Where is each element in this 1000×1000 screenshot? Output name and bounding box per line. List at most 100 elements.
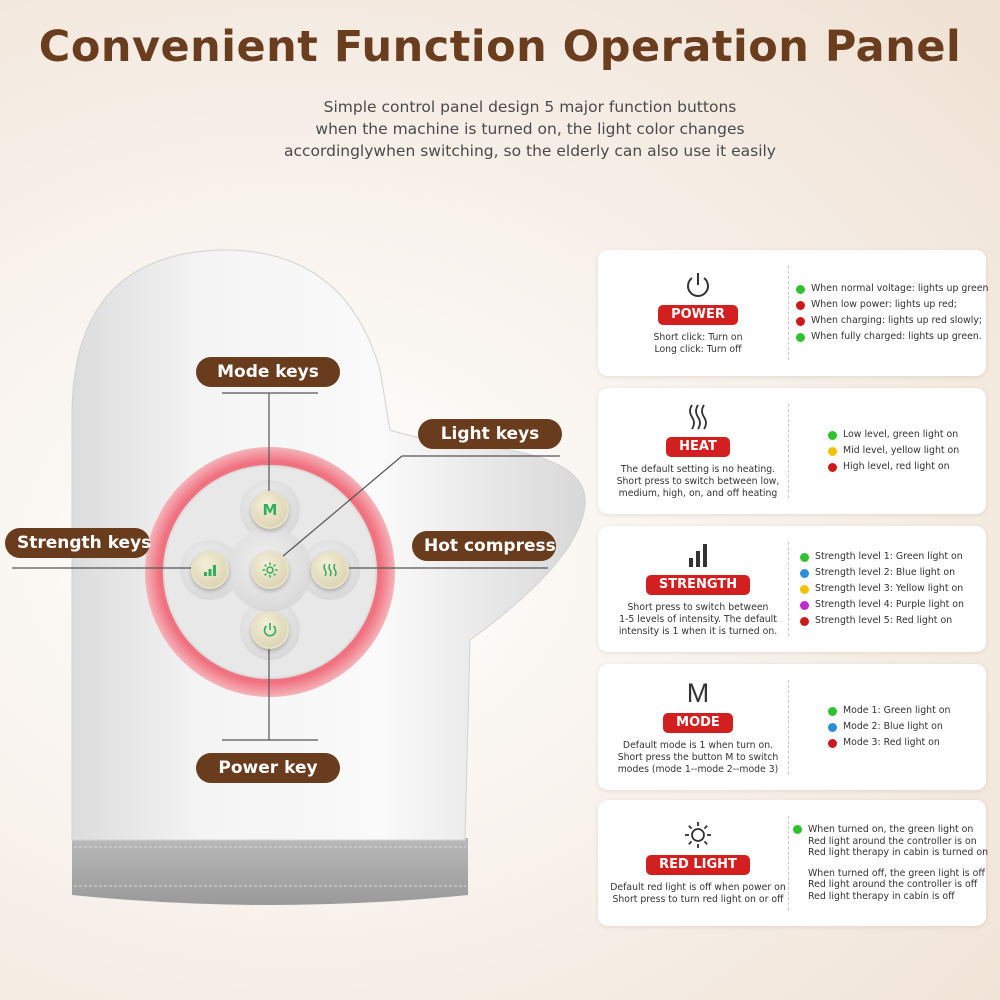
desc-line: Default mode is 1 when turn on. [622, 740, 774, 751]
state-item: Strength level 2: Blue light on [800, 565, 964, 581]
massager-device: M [5, 249, 586, 905]
label-power-key: Power key [196, 753, 340, 783]
status-dot [800, 600, 809, 610]
status-dot [796, 300, 805, 310]
mode-key-button[interactable]: M [251, 491, 289, 529]
panel-mode-info: M MODE Default mode is 1 when turn on. S… [598, 664, 798, 790]
state-text: Red light around the controller is off [808, 879, 978, 890]
state-text: When normal voltage: lights up green [811, 283, 989, 294]
light-key-button[interactable] [251, 551, 289, 589]
red-light-badge: RED LIGHT [646, 855, 750, 875]
state-text: High level, red light on [843, 461, 950, 472]
state-item: Mode 2: Blue light on [828, 719, 950, 735]
state-item: Strength level 1: Green light on [800, 549, 964, 565]
heat-badge: HEAT [666, 437, 730, 457]
power-key-button[interactable] [251, 611, 289, 649]
state-item: High level, red light on [828, 459, 959, 475]
state-item: When charging: lights up red slowly; [796, 313, 989, 329]
state-item: When low power: lights up red; [796, 297, 989, 313]
sun-icon [683, 820, 713, 850]
panel-red-light: RED LIGHT Default red light is off when … [598, 800, 988, 926]
status-dot [796, 284, 805, 294]
panel-divider [788, 816, 789, 910]
desc-line: Short press the button M to switch [617, 752, 779, 763]
state-item: Strength level 5: Red light on [800, 613, 964, 629]
status-dot [796, 316, 805, 326]
desc-line: The default setting is no heating. [620, 464, 776, 475]
strength-badge: STRENGTH [645, 575, 751, 595]
desc-line: 1-5 levels of intensity. The default [619, 614, 777, 625]
state-text: When turned on, the green light on [808, 824, 974, 835]
desc-line: Short click: Turn on [653, 332, 743, 343]
panel-mode: M MODE Default mode is 1 when turn on. S… [598, 664, 986, 790]
panel-strength-info: STRENGTH Short press to switch between 1… [598, 526, 798, 652]
label-light-keys: Light keys [418, 419, 562, 449]
mode-badge: MODE [663, 713, 733, 733]
hot-compress-button[interactable] [311, 551, 349, 589]
panel-red-light-info: RED LIGHT Default red light is off when … [598, 800, 798, 926]
status-dot [828, 446, 837, 456]
state-item: Strength level 4: Purple light on [800, 597, 964, 613]
status-dot [800, 584, 809, 594]
state-text: Mode 3: Red light on [843, 737, 940, 748]
status-dot [828, 430, 837, 440]
state-text: Mode 1: Green light on [843, 705, 951, 716]
status-dot [828, 722, 837, 732]
label-mode-keys: Mode keys [196, 357, 340, 387]
state-text: Red light around the controller is on [808, 835, 977, 847]
panel-divider [788, 266, 789, 360]
desc-line: Short press to switch between low, [616, 476, 780, 487]
status-dot [800, 616, 809, 626]
state-text: When charging: lights up red slowly; [811, 315, 983, 326]
desc-line: Short press to turn red light on or off [612, 894, 784, 905]
state-text: Strength level 5: Red light on [815, 615, 953, 626]
status-dot [828, 462, 837, 472]
heat-wave-icon [683, 402, 713, 432]
desc-line: Short press to switch between [627, 602, 769, 613]
panel-divider [788, 680, 789, 774]
desc-line: Long click: Turn off [654, 344, 742, 355]
status-dot [828, 738, 837, 748]
state-item: When fully charged: lights up green. [796, 329, 989, 345]
mode-m-icon: M [686, 677, 710, 708]
state-text: Strength level 3: Yellow light on [815, 583, 964, 594]
page-title: Convenient Function Operation Panel [38, 22, 962, 72]
strength-key-button[interactable] [191, 551, 229, 589]
state-item: Low level, green light on [828, 427, 959, 443]
state-text: Low level, green light on [843, 429, 959, 440]
panel-heat: HEAT The default setting is no heating. … [598, 388, 986, 514]
desc-line: modes (mode 1--mode 2--mode 3) [617, 764, 779, 775]
strength-states: Strength level 1: Green light on Strengt… [800, 526, 964, 652]
subtitle-line: Simple control panel design 5 major func… [323, 98, 737, 116]
power-states: When normal voltage: lights up green Whe… [796, 250, 989, 376]
state-text: Strength level 4: Purple light on [815, 599, 964, 610]
panel-divider [788, 542, 789, 636]
heat-states: Low level, green light on Mid level, yel… [828, 388, 959, 514]
desc-line: medium, high, on, and off heating [618, 488, 778, 499]
state-item: Strength level 3: Yellow light on [800, 581, 964, 597]
strength-description: Short press to switch between 1-5 levels… [619, 602, 777, 638]
desc-line: Default red light is off when power on [610, 882, 786, 893]
power-icon [263, 623, 277, 637]
device-illustration [12, 249, 586, 905]
panel-divider [788, 404, 789, 498]
status-dot [796, 332, 805, 342]
state-item: When turned on, the green light on [793, 824, 988, 836]
panel-heat-info: HEAT The default setting is no heating. … [598, 388, 798, 514]
label-strength-keys: Strength keys [5, 528, 151, 558]
state-text: Mode 2: Blue light on [843, 721, 943, 732]
state-item: Mode 3: Red light on [828, 735, 950, 751]
state-text: When turned off, the green light is off [808, 867, 985, 879]
subtitle-line: when the machine is turned on, the light… [315, 120, 745, 138]
red-light-description: Default red light is off when power on S… [610, 882, 785, 906]
state-text: Red light therapy in cabin is turned on [808, 847, 989, 858]
red-light-states: When turned on, the green light on Red l… [793, 800, 988, 926]
sun-icon [262, 562, 278, 578]
state-text: Red light therapy in cabin is off [808, 890, 955, 902]
state-text: When fully charged: lights up green. [811, 331, 982, 342]
desc-line: intensity is 1 when it is turned on. [618, 626, 778, 637]
status-dot [800, 552, 809, 562]
subtitle-line: accordinglywhen switching, so the elderl… [284, 142, 776, 160]
signal-bars-icon [204, 565, 216, 576]
panel-strength: STRENGTH Short press to switch between 1… [598, 526, 986, 652]
